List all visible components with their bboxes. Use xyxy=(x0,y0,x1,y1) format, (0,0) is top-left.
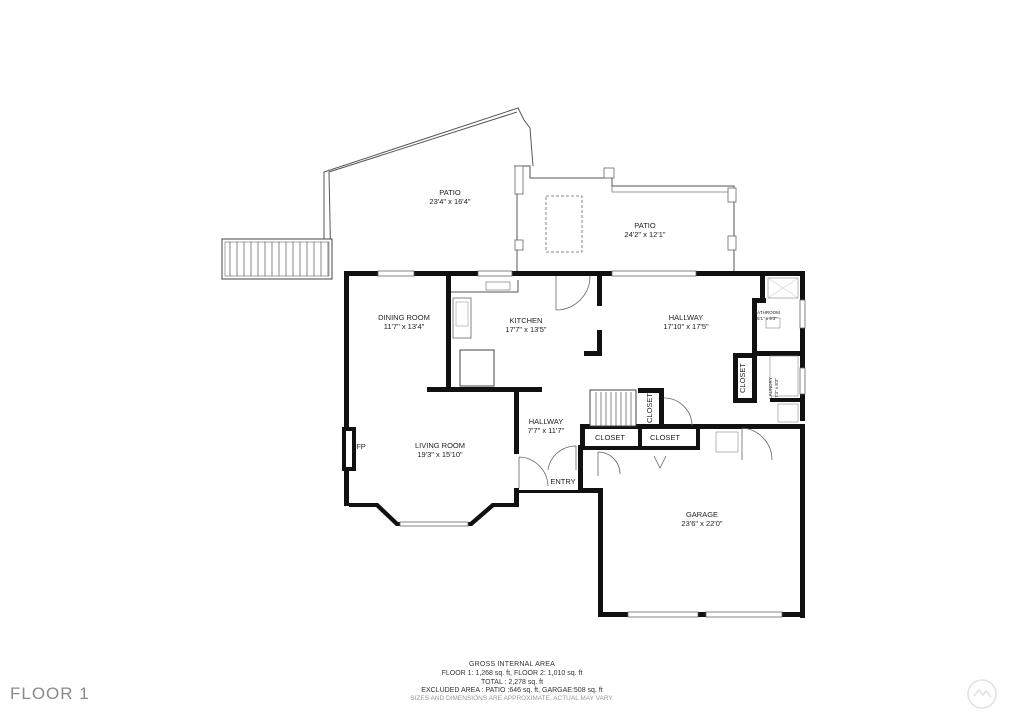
kitchen-dims: 17'7" x 13'5" xyxy=(505,325,546,334)
area-total: TOTAL : 2,278 sq. ft xyxy=(480,679,544,686)
closet-a-label: CLOSET xyxy=(595,433,625,442)
hallway-entry-name: HALLWAY xyxy=(529,417,563,426)
floor-label: FLOOR 1 xyxy=(10,684,90,703)
entry-name: ENTRY xyxy=(550,477,575,486)
dining-room-dims: 11'7" x 13'4" xyxy=(384,322,425,331)
closet-hall-label: CLOSET xyxy=(738,363,747,393)
patio-left-dims: 23'4" x 16'4" xyxy=(429,197,470,206)
interior-stair-treads xyxy=(595,392,632,426)
room-labels: PATIO 23'4" x 16'4" PATIO 24'2" x 12'1" … xyxy=(356,188,780,528)
area-floor-breakdown: FLOOR 1: 1,268 sq. ft, FLOOR 2: 1,010 sq… xyxy=(441,670,583,677)
exterior-stair-treads xyxy=(229,242,329,276)
living-room-name: LIVING ROOM xyxy=(415,441,465,450)
area-excluded: EXCLUDED AREA : PATIO :646 sq. ft, GARGA… xyxy=(421,687,603,694)
exterior-walls xyxy=(342,271,805,618)
exterior-stairs xyxy=(221,238,333,280)
interior-stairs xyxy=(589,389,637,427)
kitchen-name: KITCHEN xyxy=(510,316,543,325)
brand-watermark-icon xyxy=(966,678,998,715)
hallway-entry-dims: 7'7" x 11'7" xyxy=(528,426,565,435)
patio-outline xyxy=(323,107,737,273)
area-title: GROSS INTERNAL AREA xyxy=(468,661,555,668)
laundry-dims: 7'3" x 8'3" xyxy=(774,378,779,398)
closet-stair-label: CLOSET xyxy=(645,393,654,423)
patio-left-name: PATIO xyxy=(439,188,461,197)
dining-room-name: DINING ROOM xyxy=(378,313,430,322)
laundry-name: LAUNDRY xyxy=(768,377,773,398)
bathroom-dims: 5'1" x 9'3" xyxy=(757,316,777,321)
patio-right-dims: 24'2" x 12'1" xyxy=(624,230,665,239)
area-disclaimer: SIZES AND DIMENSIONS ARE APPROXIMATE, AC… xyxy=(410,695,614,702)
windows xyxy=(377,270,806,618)
hallway-main-dims: 17'10" x 17'5" xyxy=(663,322,709,331)
garage-name: GARAGE xyxy=(686,510,718,519)
living-room-dims: 19'3" x 15'10" xyxy=(417,450,463,459)
bathroom-name: BATHROOM xyxy=(754,310,780,315)
fireplace-label: FP xyxy=(356,442,366,451)
patio-right-name: PATIO xyxy=(634,221,656,230)
closet-b-label: CLOSET xyxy=(650,433,680,442)
doors xyxy=(518,277,799,488)
kitchen-fixtures xyxy=(451,275,591,387)
garage-dims: 23'6" x 22'0" xyxy=(681,519,722,528)
hallway-main-name: HALLWAY xyxy=(669,313,703,322)
